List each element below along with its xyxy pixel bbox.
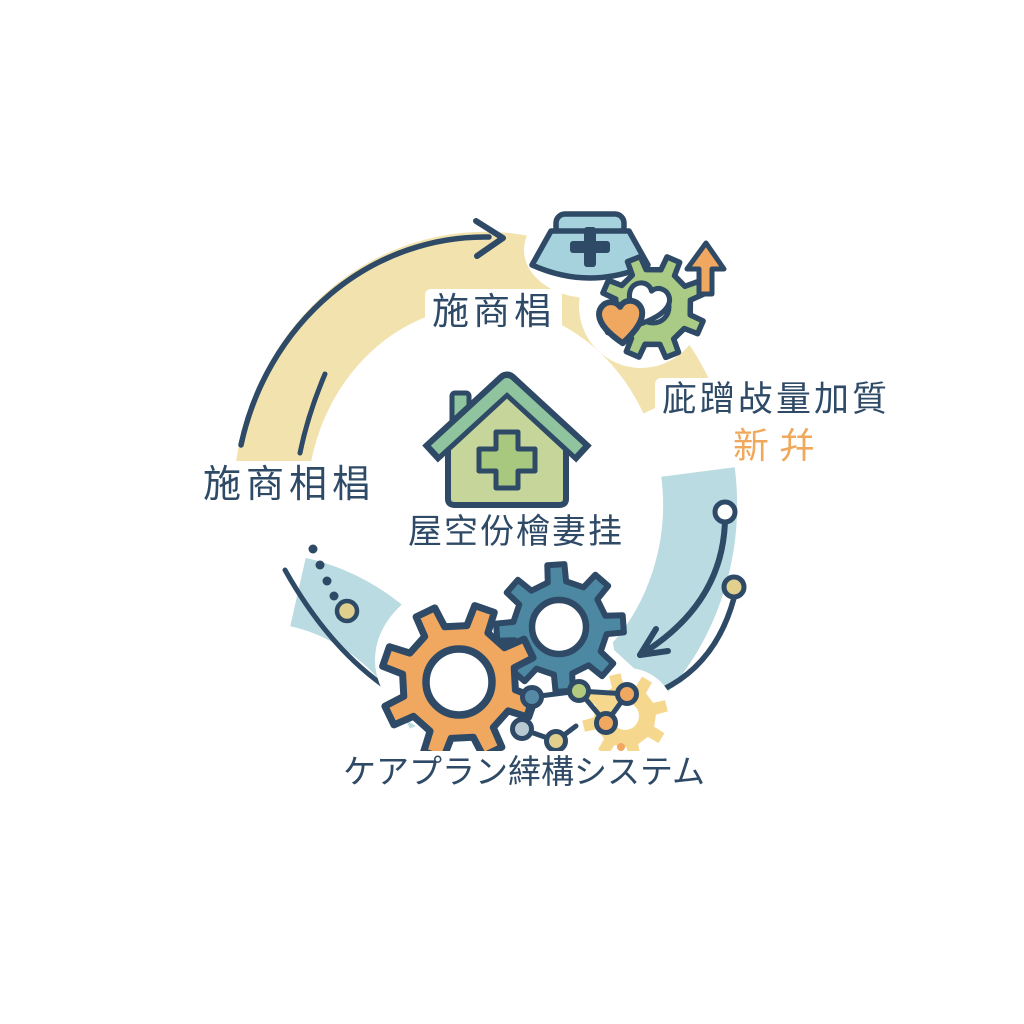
network-graph-icon	[510, 679, 639, 753]
dotted-path-icon	[308, 544, 339, 601]
gear-hub	[528, 596, 590, 658]
right-arc-secondary-line	[659, 595, 737, 693]
gear-hub	[422, 645, 496, 719]
milestone-dot-icon	[334, 598, 360, 624]
step-label-bottom: ケアプラン緈構システム	[336, 751, 713, 794]
nurse-cap-icon	[529, 211, 651, 281]
arrow-down-left-icon	[637, 626, 671, 658]
milestone-dot-icon	[712, 499, 738, 525]
curved-arrow-icon	[637, 509, 729, 658]
cross-icon	[570, 227, 610, 267]
step-label-left: 施商相椙	[196, 461, 383, 509]
step-label-right: 庛蹭敁量加質	[655, 378, 898, 423]
blue-arc-band-right	[609, 467, 738, 696]
dot	[617, 743, 625, 751]
center-label: 屋空份檜妻挂	[401, 511, 631, 555]
cross-icon	[476, 429, 538, 491]
top-step-icons	[529, 211, 727, 361]
left-arc-edge-line	[282, 567, 393, 693]
arrow-up-icon	[684, 240, 727, 297]
medical-house-icon	[422, 371, 592, 508]
bottom-step-icons	[379, 561, 668, 762]
arrow-right-icon	[473, 218, 506, 259]
yellow-arc-accent-stroke	[297, 371, 328, 456]
cycle-flow-lines	[238, 218, 747, 693]
house-roof	[430, 378, 584, 455]
step-label-top: 施商椙	[425, 289, 562, 336]
yellow-arc-edge-line	[238, 234, 492, 448]
milestone-dot-icon	[721, 574, 747, 600]
step-sublabel-right-new: 新幷	[733, 426, 826, 467]
heart-icon	[596, 297, 646, 347]
